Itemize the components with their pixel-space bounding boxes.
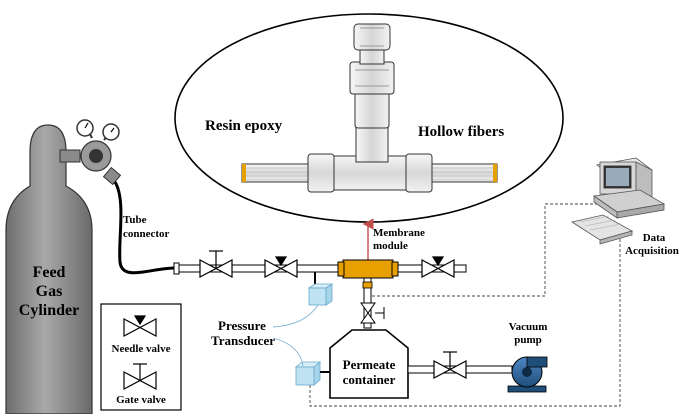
gate-valve-icon [123, 363, 157, 390]
needle-valve-2 [421, 256, 455, 278]
computer-icon [570, 157, 666, 245]
feed-gas-label-line1: Feed [32, 264, 66, 281]
legend-gate-valve-label: Gate valve [116, 394, 166, 406]
pressure-transducer-label-line2: Transducer [211, 333, 276, 348]
vacuum-valve [433, 351, 467, 379]
signal-lines [309, 203, 621, 407]
pressure-transducer-label-line1: Pressure [218, 318, 266, 333]
membrane-module-label-line1: Membrane [373, 227, 425, 239]
main-pipeline [173, 262, 467, 275]
feed-gas-label-line3: Cylinder [18, 302, 80, 319]
tube-connector-label-line1: Tube [123, 214, 147, 226]
resin-epoxy-right [493, 164, 497, 182]
data-acquisition-label-line2: Acquisition [625, 245, 679, 257]
resin-epoxy-label: Resin epoxy [205, 118, 283, 134]
t-fitting [307, 23, 433, 193]
permeate-container-label-line1: Permeate [342, 357, 396, 372]
hollow-fibers-label: Hollow fibers [418, 124, 505, 140]
permeate-valve [360, 302, 385, 324]
data-acquisition-label-line1: Data [642, 232, 666, 244]
vacuum-pump-label-line2: pump [514, 334, 542, 346]
feed-tube [113, 181, 177, 275]
vacuum-pump-label-line1: Vacuum [508, 321, 548, 333]
pressure-transducer-2 [294, 361, 330, 386]
pressure-regulator [76, 119, 122, 186]
needle-valve-icon [123, 315, 157, 337]
gate-valve-1 [199, 250, 233, 278]
pressure-transducer-1 [307, 283, 334, 306]
gas-cylinder [5, 124, 93, 415]
feed-gas-label-line2: Gas [35, 283, 63, 300]
membrane-module-label-line2: module [373, 240, 408, 252]
membrane-module [337, 259, 399, 279]
needle-valve-1 [264, 256, 298, 278]
tube-connector-label-line2: connector [123, 228, 170, 240]
permeate-container [329, 329, 409, 399]
permeate-container-label-line2: container [342, 372, 396, 387]
legend-needle-valve-label: Needle valve [111, 343, 171, 355]
vacuum-pump [507, 356, 548, 393]
valve-legend [100, 303, 182, 411]
resin-epoxy-left [242, 164, 246, 182]
